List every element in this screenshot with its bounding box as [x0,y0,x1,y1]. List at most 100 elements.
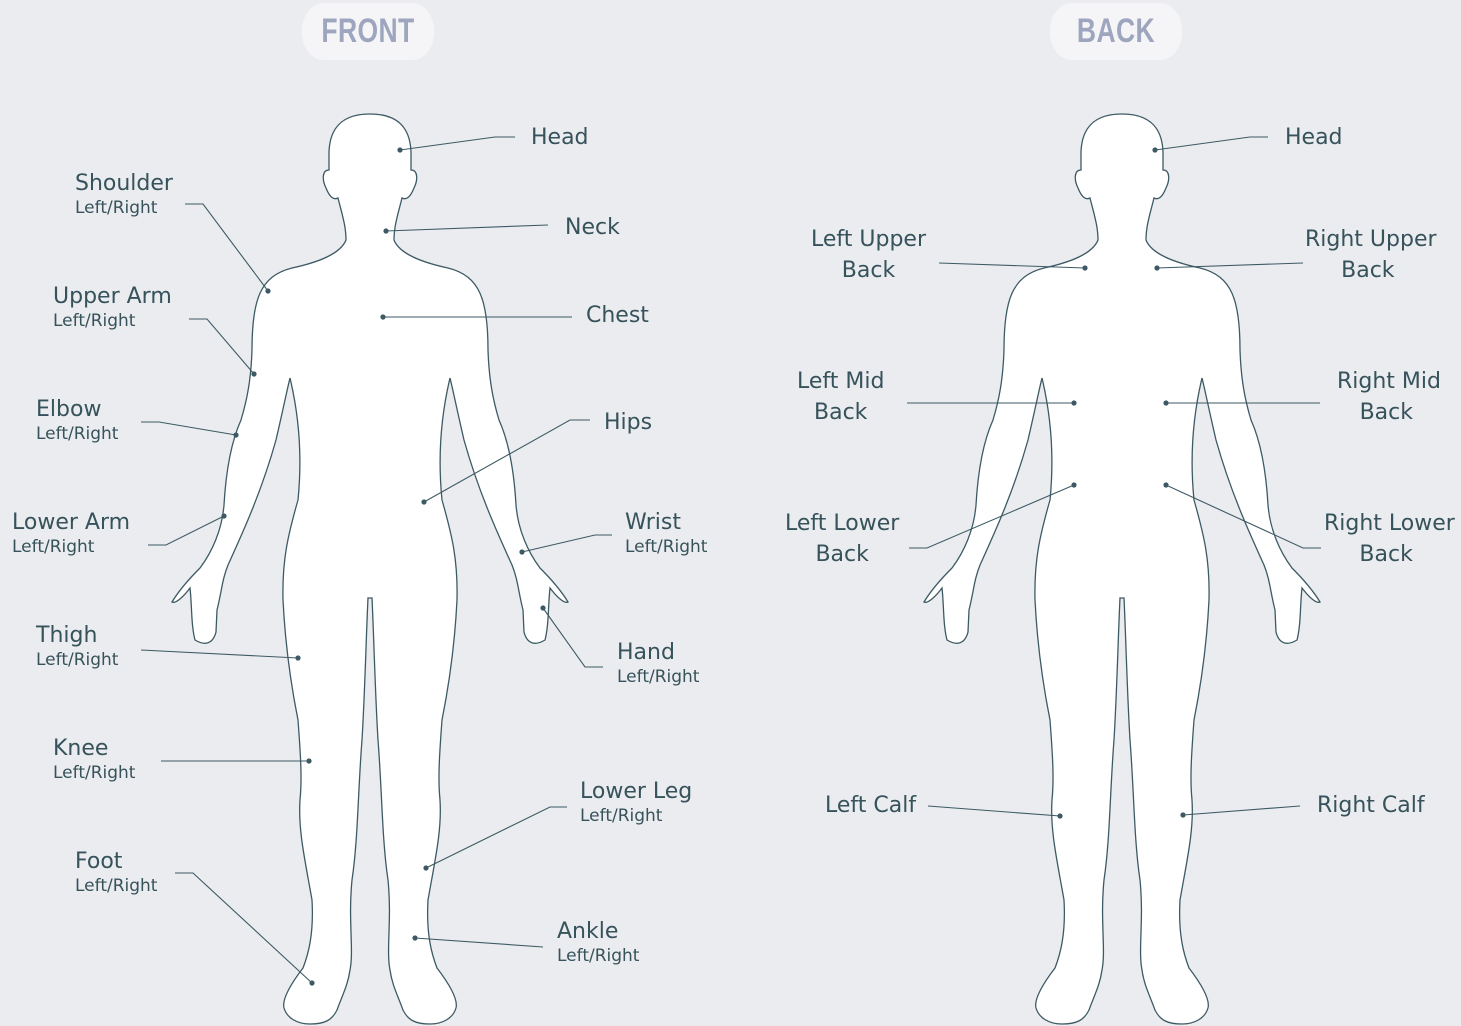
label-neck-text: Neck [565,217,620,239]
label-thigh-text: Thigh [36,625,118,647]
label-thigh-sub: Left/Right [36,652,118,669]
label-elbow-sub: Left/Right [36,426,118,443]
point-shoulder[interactable] [265,288,270,293]
label-right-upper-back[interactable]: Right Upper Back [1305,224,1437,286]
leader-ankle [415,938,543,947]
label-left-upper-back-line2: Back [811,255,926,286]
label-shoulder-sub: Left/Right [75,200,173,217]
label-back-head[interactable]: Head [1285,127,1343,149]
label-knee[interactable]: Knee Left/Right [53,738,135,782]
label-left-upper-back-line1: Left Upper [811,224,926,255]
point-ankle[interactable] [412,935,417,940]
label-wrist-sub: Left/Right [625,539,707,556]
label-hand[interactable]: Hand Left/Right [617,642,699,686]
label-wrist-text: Wrist [625,512,707,534]
label-left-mid-back[interactable]: Left Mid Back [797,366,884,428]
leader-wrist [522,535,612,552]
label-left-lower-back-line2: Back [785,539,899,570]
label-right-mid-back-line2: Back [1337,397,1441,428]
back-body-figure [924,114,1320,1024]
leader-lower-leg [426,807,567,868]
point-right-lower-back[interactable] [1163,482,1168,487]
label-elbow[interactable]: Elbow Left/Right [36,399,118,443]
leader-thigh [141,650,298,658]
label-knee-sub: Left/Right [53,765,135,782]
label-lower-arm-sub: Left/Right [12,539,130,556]
label-upper-arm[interactable]: Upper Arm Left/Right [53,286,172,330]
label-foot[interactable]: Foot Left/Right [75,851,157,895]
label-right-lower-back[interactable]: Right Lower Back [1324,508,1455,570]
leader-shoulder [185,204,268,291]
label-elbow-text: Elbow [36,399,118,421]
point-hand[interactable] [540,605,545,610]
leader-upper-arm [189,319,254,374]
label-left-lower-back-line1: Left Lower [785,508,899,539]
label-knee-text: Knee [53,738,135,760]
label-head-text: Head [531,127,589,149]
label-right-upper-back-line2: Back [1305,255,1437,286]
point-lower-arm[interactable] [221,513,226,518]
leader-elbow [141,422,236,435]
label-thigh[interactable]: Thigh Left/Right [36,625,118,669]
label-foot-text: Foot [75,851,157,873]
point-elbow[interactable] [233,432,238,437]
label-left-lower-back[interactable]: Left Lower Back [785,508,899,570]
label-back-head-text: Head [1285,127,1343,149]
label-chest[interactable]: Chest [586,305,649,327]
point-left-upper-back[interactable] [1082,265,1087,270]
point-right-calf[interactable] [1180,812,1185,817]
point-knee[interactable] [306,758,311,763]
point-lower-leg[interactable] [423,865,428,870]
front-body-figure [172,114,568,1024]
label-neck[interactable]: Neck [565,217,620,239]
point-back-head[interactable] [1152,147,1157,152]
label-ankle[interactable]: Ankle Left/Right [557,921,639,965]
label-hips[interactable]: Hips [604,412,652,434]
point-right-upper-back[interactable] [1154,265,1159,270]
point-chest[interactable] [380,314,385,319]
point-hips[interactable] [421,499,426,504]
label-ankle-sub: Left/Right [557,948,639,965]
label-right-calf[interactable]: Right Calf [1317,795,1425,817]
label-right-mid-back-line1: Right Mid [1337,366,1441,397]
point-neck[interactable] [383,228,388,233]
label-shoulder[interactable]: Shoulder Left/Right [75,173,173,217]
label-left-calf-text: Left Calf [825,795,916,817]
label-right-mid-back[interactable]: Right Mid Back [1337,366,1441,428]
label-shoulder-text: Shoulder [75,173,173,195]
label-lower-arm[interactable]: Lower Arm Left/Right [12,512,130,556]
label-hand-sub: Left/Right [617,669,699,686]
point-upper-arm[interactable] [251,371,256,376]
label-left-mid-back-line1: Left Mid [797,366,884,397]
point-foot[interactable] [309,980,314,985]
label-right-lower-back-line2: Back [1324,539,1455,570]
point-thigh[interactable] [295,655,300,660]
point-wrist[interactable] [519,549,524,554]
point-left-lower-back[interactable] [1071,482,1076,487]
label-right-lower-back-line1: Right Lower [1324,508,1455,539]
label-upper-arm-text: Upper Arm [53,286,172,308]
leader-neck [386,225,548,231]
point-head[interactable] [397,147,402,152]
point-left-mid-back[interactable] [1071,400,1076,405]
label-chest-text: Chest [586,305,649,327]
label-lower-leg[interactable]: Lower Leg Left/Right [580,781,692,825]
point-right-mid-back[interactable] [1163,400,1168,405]
leader-foot [175,873,312,983]
point-left-calf[interactable] [1057,813,1062,818]
label-upper-arm-sub: Left/Right [53,313,172,330]
label-foot-sub: Left/Right [75,878,157,895]
label-left-calf[interactable]: Left Calf [825,795,916,817]
label-lower-leg-text: Lower Leg [580,781,692,803]
label-head[interactable]: Head [531,127,589,149]
label-hand-text: Hand [617,642,699,664]
label-lower-arm-text: Lower Arm [12,512,130,534]
leader-back-head [1155,137,1268,150]
label-wrist[interactable]: Wrist Left/Right [625,512,707,556]
label-hips-text: Hips [604,412,652,434]
leader-lower-arm [148,516,224,545]
label-ankle-text: Ankle [557,921,639,943]
label-left-upper-back[interactable]: Left Upper Back [811,224,926,286]
leader-head [400,137,515,150]
